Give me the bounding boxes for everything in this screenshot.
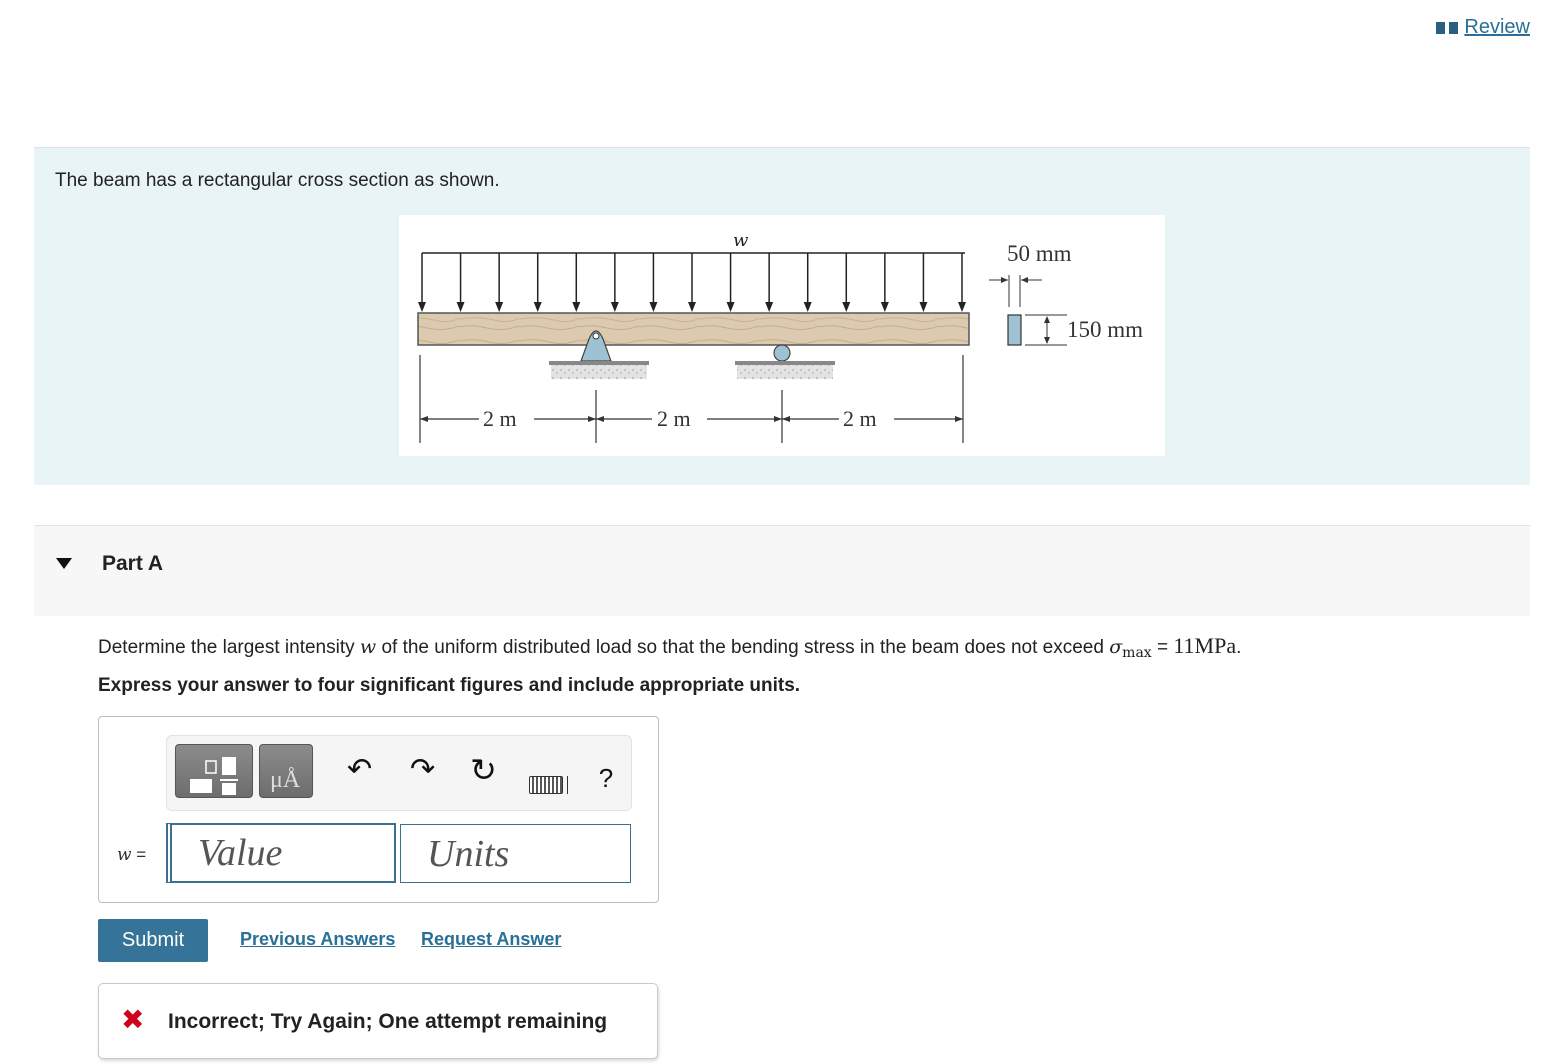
dimension-lines xyxy=(419,355,964,443)
intro-text: The beam has a rectangular cross section… xyxy=(55,170,500,191)
span-label-3: 2 m xyxy=(843,406,877,431)
dimension-arrow-head xyxy=(774,416,782,422)
templates-icon xyxy=(190,757,238,795)
toolbar-divider xyxy=(567,776,568,794)
question-middle: of the uniform distributed load so that … xyxy=(376,637,1110,658)
load-arrow-head xyxy=(958,302,966,312)
feedback-box: ✖ Incorrect; Try Again; One attempt rema… xyxy=(98,983,658,1059)
span-label-1: 2 m xyxy=(483,406,517,431)
units-input[interactable] xyxy=(400,824,631,883)
beam xyxy=(417,312,970,346)
load-arrow-head xyxy=(610,302,619,312)
beam-diagram: w xyxy=(417,230,1143,443)
sigma-symbol: σ xyxy=(1109,636,1123,658)
keyboard-icon[interactable] xyxy=(529,776,563,794)
feedback-message: Incorrect; Try Again; One attempt remain… xyxy=(168,1010,608,1033)
load-arrow-head xyxy=(495,302,504,312)
dimension-arrow-head xyxy=(596,416,604,422)
request-answer-link[interactable]: Request Answer xyxy=(421,929,562,949)
question-period: . xyxy=(1236,637,1242,658)
cross-section xyxy=(989,275,1067,346)
dimension-arrows xyxy=(420,416,963,422)
load-arrows xyxy=(418,253,966,312)
part-a-header[interactable]: Part A xyxy=(34,525,1530,616)
problem-statement: The beam has a rectangular cross section… xyxy=(34,147,1530,485)
question-text: Determine the largest intensity w of the… xyxy=(98,633,1242,661)
previous-answers-link[interactable]: Previous Answers xyxy=(240,929,396,949)
review-link[interactable]: Review xyxy=(1436,16,1530,39)
sigma-subscript: max xyxy=(1122,645,1152,661)
answer-box: μÅ ↶ ↷ ↻ ? w = xyxy=(98,716,659,903)
load-arrow-head xyxy=(842,302,851,312)
reset-icon[interactable]: ↻ xyxy=(470,752,497,788)
load-arrow-head xyxy=(765,302,774,312)
beam-figure: w xyxy=(399,215,1165,456)
templates-button[interactable] xyxy=(175,744,253,798)
redo-icon[interactable]: ↷ xyxy=(410,753,436,786)
load-arrow-head xyxy=(880,302,889,312)
help-icon[interactable]: ? xyxy=(598,763,614,793)
dimension-arrow-head xyxy=(782,416,790,422)
question-variable: w xyxy=(359,636,377,658)
span-label-2: 2 m xyxy=(657,406,691,431)
width-label: 50 mm xyxy=(1007,241,1072,266)
load-arrow-head xyxy=(803,302,812,312)
caret-down-icon[interactable] xyxy=(56,558,72,569)
incorrect-icon: ✖ xyxy=(121,1004,145,1035)
value-input[interactable] xyxy=(166,823,396,883)
pin-support xyxy=(549,330,649,379)
load-arrow-head xyxy=(456,302,465,312)
part-title: Part A xyxy=(102,552,164,575)
load-arrow-head xyxy=(726,302,735,312)
book-icon xyxy=(1436,21,1459,35)
dimension-arrow-head xyxy=(588,416,596,422)
load-arrow-head xyxy=(572,302,581,312)
load-arrow-head xyxy=(919,302,928,312)
equals-sign: = xyxy=(1151,637,1174,658)
height-label: 150 mm xyxy=(1067,317,1143,342)
dimension-arrow-head xyxy=(420,416,428,422)
submit-button[interactable]: Submit xyxy=(98,919,208,962)
answer-label: w = xyxy=(117,845,146,865)
units-icon: μÅ xyxy=(270,767,301,793)
load-arrow-head xyxy=(688,302,696,312)
units-button[interactable]: μÅ xyxy=(259,744,313,798)
math-toolbar: μÅ ↶ ↷ ↻ ? xyxy=(166,735,632,811)
instruction-text: Express your answer to four significant … xyxy=(98,675,801,696)
undo-icon[interactable]: ↶ xyxy=(347,753,373,786)
load-arrow-head xyxy=(649,302,658,312)
dimension-arrow-head xyxy=(955,416,963,422)
load-label: w xyxy=(733,230,749,251)
review-label: Review xyxy=(1464,16,1530,38)
load-arrow-head xyxy=(418,302,426,312)
question-prefix: Determine the largest intensity xyxy=(98,637,360,658)
roller-support xyxy=(735,344,835,379)
answer-equals: = xyxy=(131,845,147,864)
answer-variable: w xyxy=(117,845,132,865)
load-arrow-head xyxy=(533,302,542,312)
stress-limit: 11MPa xyxy=(1173,633,1237,658)
